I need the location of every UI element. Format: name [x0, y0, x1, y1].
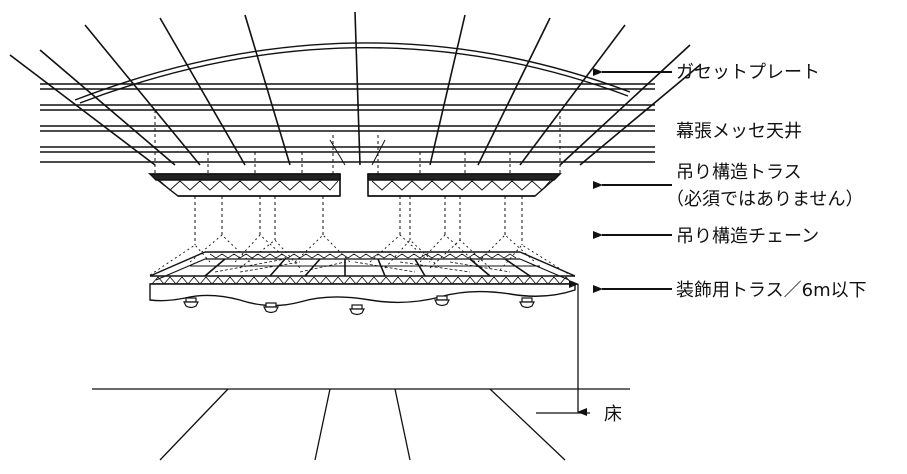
ceiling-horizontal-members	[40, 83, 655, 163]
label-suspension-truss-note: （必須ではありません）	[666, 189, 863, 210]
chain-bridles	[149, 234, 571, 276]
suspension-chains	[194, 196, 523, 245]
floor	[92, 388, 630, 461]
label-makuhari-ceiling: 幕張メッセ天井	[676, 121, 802, 142]
light-fixtures	[183, 295, 535, 316]
labels: ガセットプレート 幕張メッセ天井 吊り構造トラス （必須ではありません） 吊り構…	[604, 62, 867, 425]
height-dimension	[536, 280, 590, 416]
label-decor-truss: 装飾用トラス／6m以下	[676, 280, 867, 301]
decorative-banner	[149, 283, 576, 307]
suspension-truss-left	[147, 173, 341, 197]
leader-arrows	[593, 68, 672, 293]
light-fixture-3-head	[349, 308, 365, 316]
label-gusset-plate: ガセットプレート	[676, 62, 820, 83]
label-suspension-truss: 吊り構造トラス	[676, 162, 802, 183]
gusset-arch	[74, 42, 631, 104]
light-fixture-1-head	[183, 301, 199, 309]
light-fixture-2-head	[263, 306, 279, 314]
light-fixture-5-head	[519, 301, 535, 309]
ceiling-hangers	[154, 110, 561, 175]
decorative-truss	[149, 251, 576, 285]
label-floor: 床	[604, 404, 622, 425]
label-suspension-chain: 吊り構造チェーン	[676, 226, 819, 247]
suspension-truss-right	[367, 173, 562, 197]
light-fixture-4-head	[434, 299, 450, 307]
